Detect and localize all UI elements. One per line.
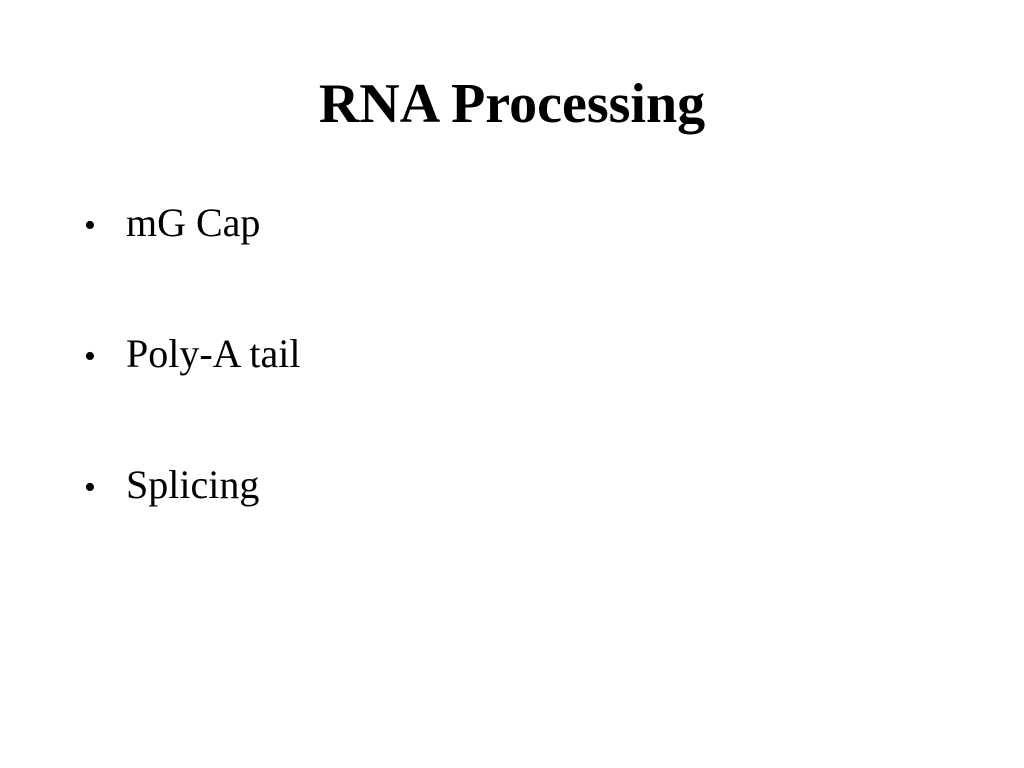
bullet-marker: • xyxy=(84,469,96,506)
bullet-item-mg-cap: • mG Cap xyxy=(84,197,300,328)
bullet-item-splicing: • Splicing xyxy=(84,459,300,590)
bullet-item-poly-a-tail: • Poly-A tail xyxy=(84,328,300,459)
bullet-text: mG Cap xyxy=(126,200,261,245)
bullet-text: Poly-A tail xyxy=(126,331,301,376)
bullet-text: Splicing xyxy=(126,462,260,507)
slide-title: RNA Processing xyxy=(318,73,706,135)
bullet-marker: • xyxy=(84,207,96,244)
bullet-marker: • xyxy=(84,338,96,375)
bullet-list: • mG Cap • Poly-A tail • Splicing xyxy=(84,197,300,590)
